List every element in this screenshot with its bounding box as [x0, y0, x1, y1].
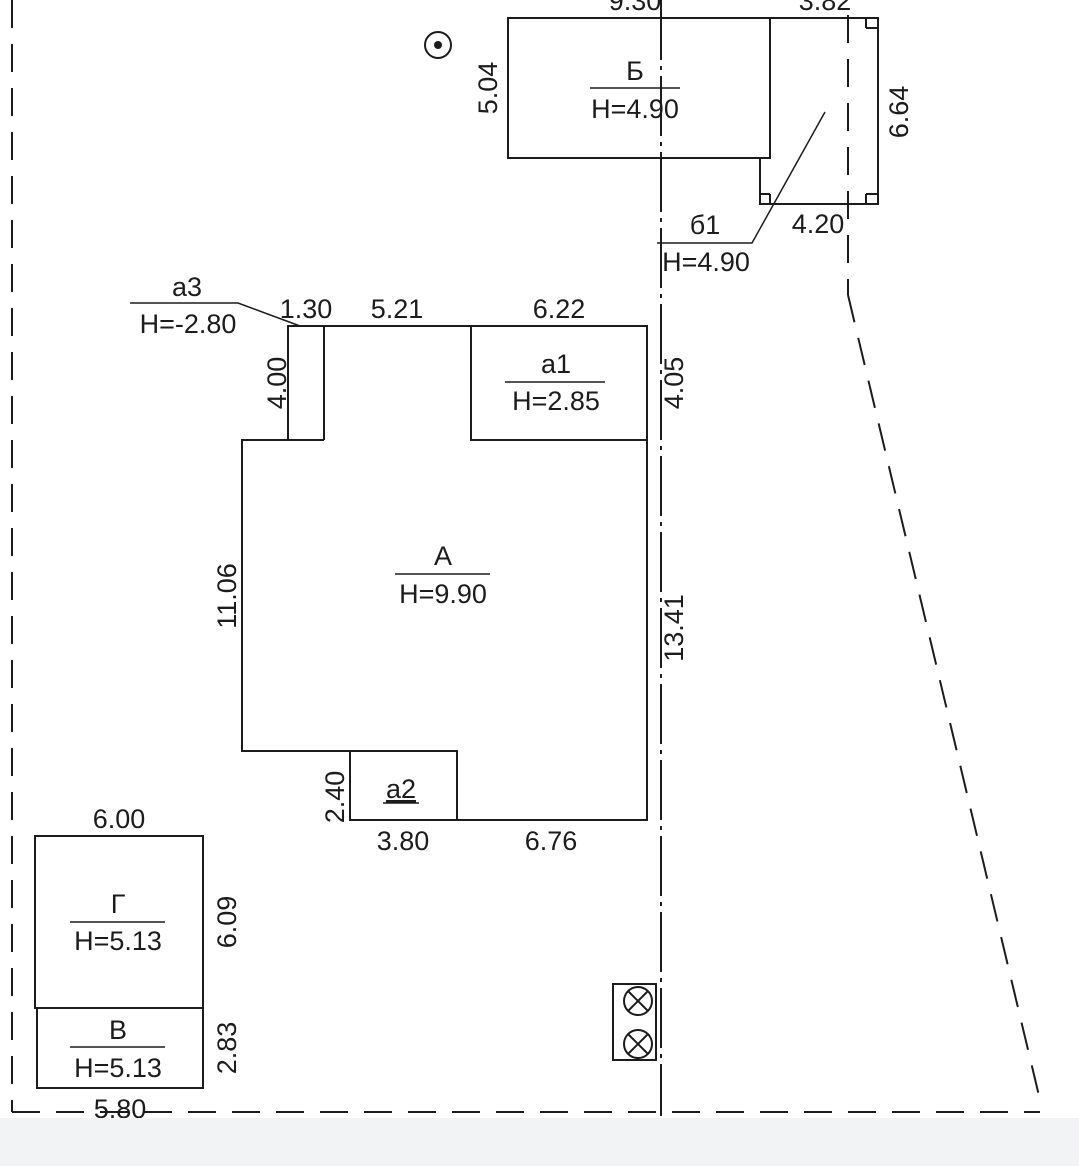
building-a1-height: H=2.85	[512, 386, 600, 416]
dim-a1-width: 6.22	[533, 294, 586, 324]
dim-top-right: 3.82	[799, 0, 852, 16]
dim-b-height: 5.04	[473, 62, 503, 115]
dim-b1-width: 4.20	[792, 209, 845, 239]
bottom-strip	[0, 1118, 1079, 1166]
building-b1-outline	[759, 17, 879, 205]
dim-b1-height: 6.64	[884, 86, 914, 139]
building-b-height: H=4.90	[591, 94, 679, 124]
building-b-name: Б	[626, 56, 644, 86]
building-v-outline	[36, 1007, 204, 1089]
right-boundary-line-diagonal	[847, 294, 1041, 1101]
building-a3-leader	[130, 302, 301, 327]
dim-a2-width: 3.80	[377, 826, 430, 856]
dim-g-height: 6.09	[212, 896, 242, 949]
building-g-height: H=5.13	[74, 926, 162, 956]
dim-a3-height: 4.00	[262, 357, 292, 410]
building-v-name: В	[109, 1015, 127, 1045]
dim-a2-height: 2.40	[320, 771, 350, 824]
crossed-circle-icon	[623, 1029, 653, 1059]
dim-a-left: 11.06	[212, 563, 242, 629]
dim-g-width: 6.00	[93, 804, 146, 834]
meter-box	[612, 983, 657, 1061]
building-a2-name: а2	[386, 774, 416, 804]
dim-a-bottom-right: 6.76	[525, 826, 578, 856]
building-g-name: Г	[111, 889, 126, 919]
building-a1-outline	[470, 326, 647, 441]
building-b-outline	[507, 17, 771, 159]
dim-a1-height: 4.05	[659, 357, 689, 410]
building-b1-leader	[657, 111, 826, 244]
building-a1-name: а1	[541, 349, 571, 379]
building-a2-outline	[349, 750, 458, 821]
dim-top-b: 9.30	[609, 0, 662, 16]
building-b1-name: б1	[690, 210, 720, 240]
dim-a3-width: 1.30	[280, 294, 333, 324]
site-plan-drawing: Б H=4.90 9.30 3.82 5.04 6.64 4.20 б1 H=4…	[11, 0, 1041, 1124]
circle-dot-icon	[424, 31, 452, 59]
building-a-name: А	[434, 541, 452, 571]
dim-a-top-middle: 5.21	[371, 294, 424, 324]
building-a3-height: H=-2.80	[140, 309, 237, 339]
building-a3-name: а3	[172, 272, 202, 302]
crossed-circle-icon	[623, 986, 653, 1016]
building-b1-height: H=4.90	[662, 247, 750, 277]
building-a-height: H=9.90	[399, 579, 487, 609]
building-v-height: H=5.13	[74, 1053, 162, 1083]
dim-v-width: 5.80	[94, 1094, 147, 1118]
dim-a-right: 13.41	[659, 594, 689, 662]
dim-v-height: 2.83	[212, 1022, 242, 1075]
